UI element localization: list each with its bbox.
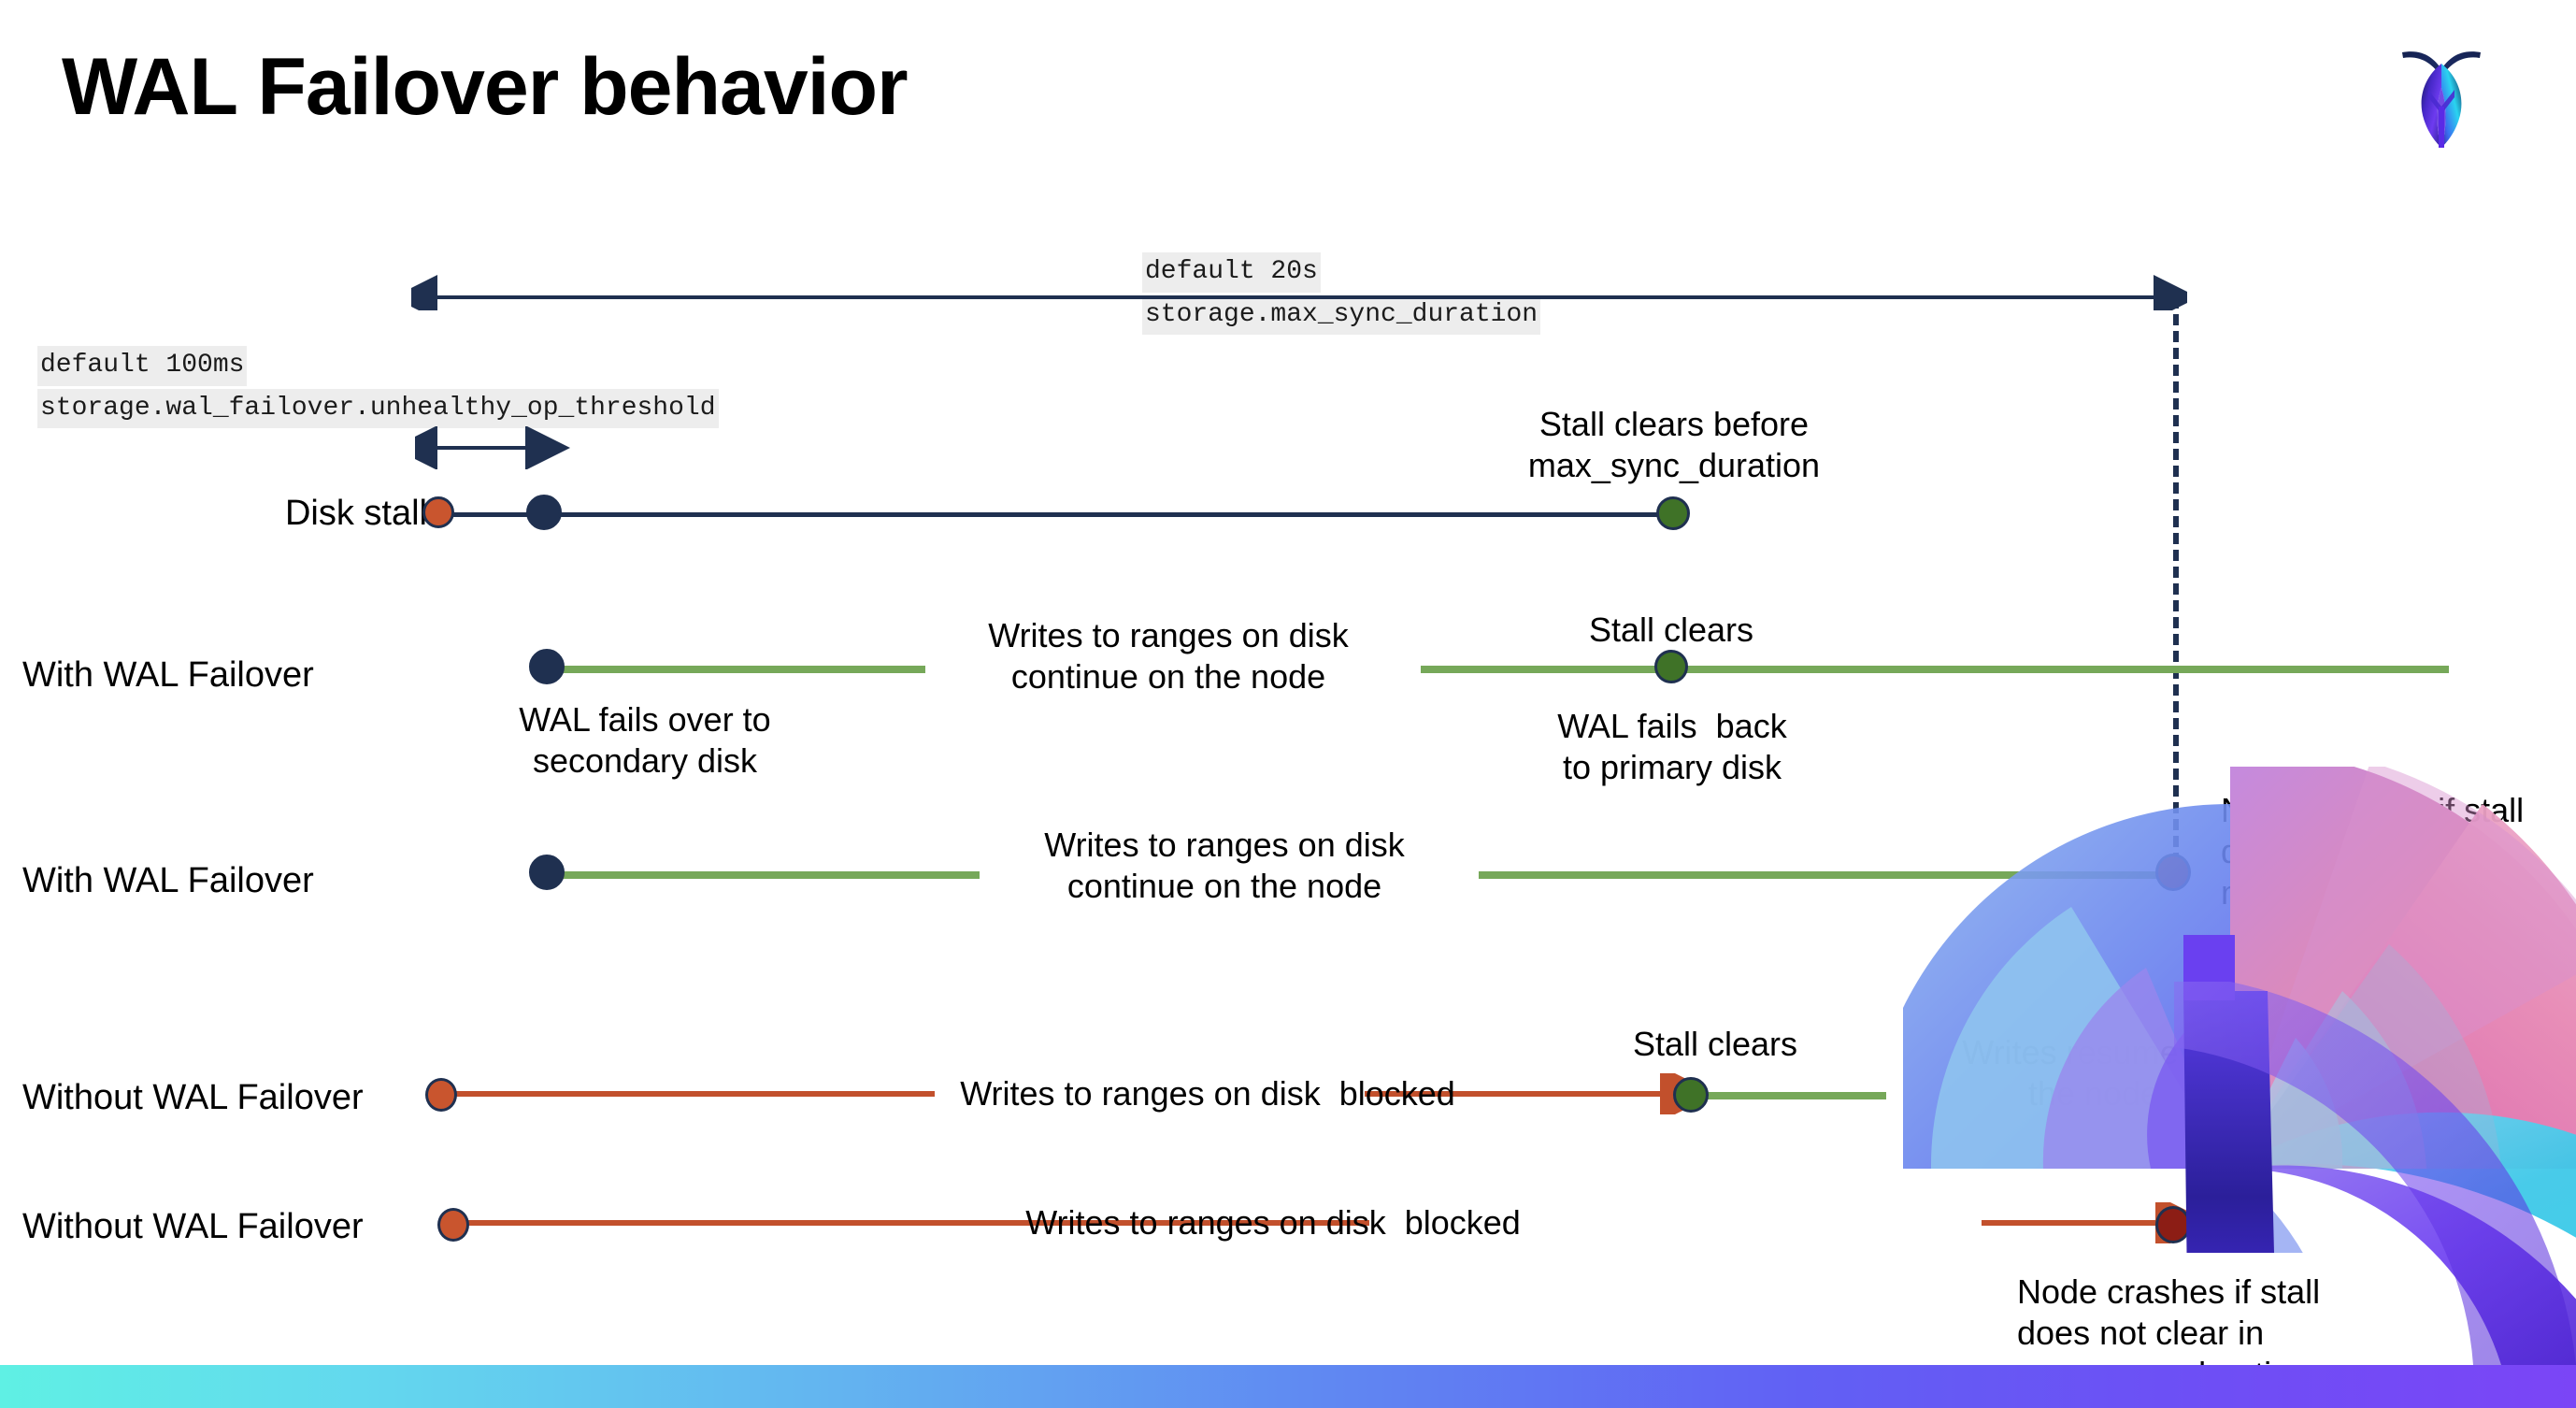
marker-disk-stall-start-row5 [437, 1208, 469, 1242]
marker-wal-failover-trigger [526, 495, 562, 530]
timeline-disk-stalls [437, 512, 1677, 517]
annotation-stall-clears-before-max-sync: Stall clears before max_sync_duration [1527, 405, 1821, 484]
max-sync-duration-span-arrow [411, 275, 2187, 310]
row-label-with-wal-failover-2: With WAL Failover [22, 861, 314, 900]
timeline-without-failover-resume-seg2 [2292, 1092, 2453, 1099]
marker-stall-clears-2 [1673, 1077, 1709, 1113]
marker-node-crash-2 [2155, 1206, 2191, 1243]
marker-node-crash-1 [2155, 854, 2191, 891]
annotation-writes-continue-1: Writes to ranges on disk continue on the… [988, 616, 1349, 696]
callout-unhealthy-op-threshold: default 100ms storage.wal_failover.unhea… [37, 346, 719, 429]
row-label-without-wal-failover-2: Without WAL Failover [22, 1207, 364, 1246]
bottom-gradient-bar [0, 1365, 2576, 1408]
row-label-with-wal-failover-1: With WAL Failover [22, 655, 314, 695]
max-sync-duration-dropline [2173, 297, 2179, 881]
annotation-wal-fails-back: WAL fails back to primary disk [1557, 707, 1787, 786]
marker-disk-stall-start [422, 496, 454, 528]
cockroachdb-logo-icon [2389, 32, 2494, 153]
timeline-without-failover-blocked-2 [439, 1202, 2206, 1243]
unhealthy-op-threshold-span-arrow [415, 426, 570, 469]
marker-wal-fails-over-2 [529, 855, 565, 890]
annotation-writes-continue-2: Writes to ranges on disk continue on the… [1044, 826, 1405, 905]
timeline-with-failover-crash-seg2 [1479, 871, 2172, 879]
marker-disk-stall-start-row4 [425, 1078, 457, 1112]
annotation-stall-clears-1: Stall clears [1588, 611, 1754, 649]
annotation-stall-clears-2: Stall clears [1632, 1025, 1798, 1063]
marker-wal-fails-over [529, 649, 565, 684]
timeline-with-failover-crash-seg1 [540, 871, 980, 879]
callout-unhealthy-line2: storage.wal_failover.unhealthy_op_thresh… [37, 388, 719, 429]
annotation-node-crashes-1: Node crashes if stall does not clear in … [2221, 791, 2525, 912]
timeline-with-failover-seg1 [540, 666, 925, 673]
timeline-without-failover-resume-seg1 [1703, 1092, 1886, 1099]
annotation-writes-blocked-2: Writes to ranges on disk blocked [1025, 1203, 1521, 1242]
timeline-with-failover-seg2 [1421, 666, 2449, 673]
annotation-writes-resume: Writes resume on the node [1962, 1033, 2225, 1113]
marker-stall-clears-row1 [1656, 496, 1690, 530]
annotation-wal-fails-over: WAL fails over to secondary disk [519, 700, 771, 780]
row-label-without-wal-failover-1: Without WAL Failover [22, 1078, 364, 1117]
row-label-disk-stalls: Disk stalls [284, 494, 445, 533]
callout-unhealthy-line1: default 100ms [37, 346, 248, 386]
page-title: WAL Failover behavior [62, 42, 909, 132]
annotation-writes-blocked-1: Writes to ranges on disk blocked [960, 1074, 1455, 1113]
marker-wal-fails-back [1654, 650, 1688, 683]
timeline-without-failover-blocked-1 [439, 1073, 1701, 1114]
